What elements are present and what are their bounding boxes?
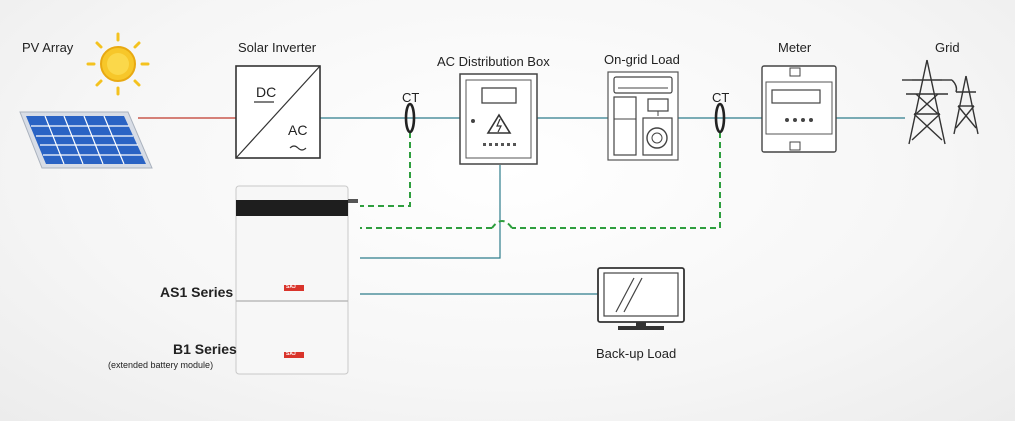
meter-label: Meter [778,40,812,55]
inverter-dc-label: DC [256,84,277,100]
energy-storage-icon [235,185,358,375]
solar-panel-icon [19,111,153,169]
ac-cables [320,117,905,295]
solar-inverter-icon [235,65,321,159]
ct-right-label: CT [712,90,730,105]
b1-extended-note: (extended battery module) [108,360,214,370]
ct-clamp-right-icon [714,102,726,134]
ct-communication-lines [360,132,721,229]
ac-distribution-box-label: AC Distribution Box [437,54,550,69]
backup-load-label: Back-up Load [596,346,677,361]
ongrid-load-label: On-grid Load [604,52,680,67]
b1-series-label: B1 Series [173,341,237,357]
inverter-ac-label: AC [288,122,308,138]
grid-tower-icon [902,59,979,145]
sun-icon [86,32,150,96]
meter-icon [761,65,837,153]
brand-logo-bottom: SAJ [286,351,296,357]
ct-clamp-left-icon [404,102,416,134]
ac-distribution-box-icon [459,73,538,165]
brand-logo-top: SAJ [286,284,296,290]
pv-array-label: PV Array [22,40,74,55]
backup-load-tv-icon [597,267,685,330]
as1-series-label: AS1 Series [160,284,234,300]
grid-label: Grid [935,40,960,55]
solar-inverter-label: Solar Inverter [238,40,317,55]
ongrid-load-icon [607,71,679,161]
ct-left-label: CT [402,90,420,105]
